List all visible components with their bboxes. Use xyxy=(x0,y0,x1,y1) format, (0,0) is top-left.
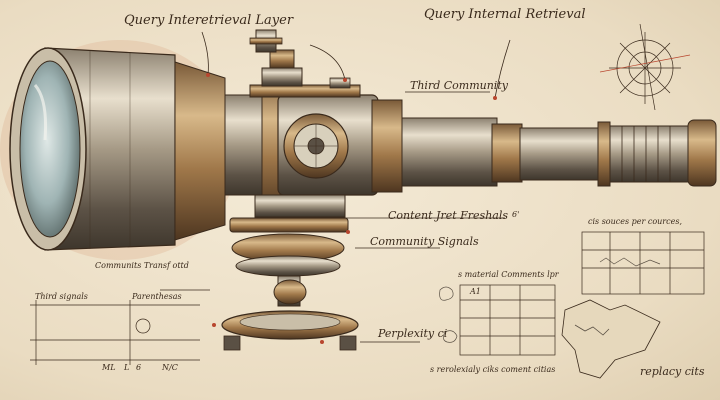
label-content-first-freshals: Content Jret Freshals xyxy=(388,209,509,222)
label-sources-per-sources: cis souces per cources, xyxy=(588,217,682,226)
map-sketch xyxy=(561,299,661,379)
label-third-community: Third Community xyxy=(410,79,508,92)
label-query-internal-retrieval: Query Internal Retrieval xyxy=(424,7,586,22)
label-perplexity-cites-content: s rerolexialy ciks coment citias xyxy=(430,365,556,374)
eyepiece-tube xyxy=(401,117,717,187)
label-community-signals: Community Signals xyxy=(370,235,479,248)
label-parenthesis: Parenthesas xyxy=(132,292,182,301)
label-communits-transfr: Communits Transf ottd xyxy=(95,261,189,270)
label-small-note: 6' xyxy=(512,210,520,219)
axis-label-6: 6 xyxy=(136,363,142,372)
label-third-signals: Third signals xyxy=(35,292,88,301)
lens-barrel xyxy=(9,47,226,251)
label-a1: A1 xyxy=(470,287,481,296)
axis-label-ml: ML xyxy=(102,363,116,372)
middle-grid-chart xyxy=(439,284,556,356)
label-replacy-cits: replacy cits xyxy=(640,365,705,378)
top-turret xyxy=(249,29,361,98)
label-query-interretrieval-layer: Query Interetrieval Layer xyxy=(124,13,294,28)
axis-label-l: L xyxy=(124,363,130,372)
pointer-dots xyxy=(206,73,497,344)
compass-rose xyxy=(599,23,691,111)
central-body xyxy=(277,94,403,196)
label-material-comments: s material Comments lpr xyxy=(458,270,559,279)
pointer-lines xyxy=(160,31,511,343)
axis-label-nc: N/C xyxy=(162,363,178,372)
label-perplexity: Perplexity ci xyxy=(378,327,448,340)
mount-stand xyxy=(221,194,359,351)
right-grid-chart xyxy=(581,231,705,295)
left-mini-chart xyxy=(30,300,200,365)
collar xyxy=(224,79,281,211)
